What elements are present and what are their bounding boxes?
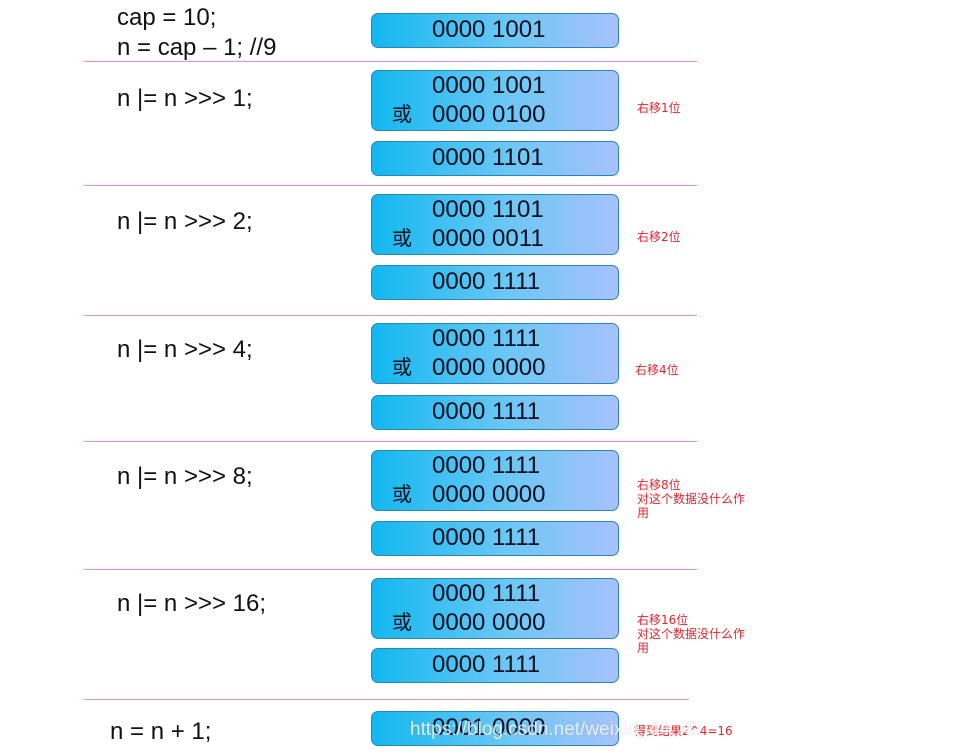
annotation-shift-8: 右移8位 对这个数据没什么作 用	[637, 478, 746, 520]
shifted-value: 0000 0100	[432, 101, 546, 128]
annotation-shift-1: 右移1位	[637, 101, 681, 115]
shifted-value: 0000 0011	[432, 225, 544, 252]
operand-value: 0000 1111	[432, 580, 541, 607]
annotation-shift-2: 右移2位	[637, 230, 681, 244]
or-operation-box-shift-8: 0000 1111 或 0000 0000	[371, 450, 619, 511]
binary-value: 0001 0000	[432, 714, 546, 741]
section-divider	[84, 61, 697, 62]
or-label: 或	[392, 484, 412, 506]
result-box-shift-16: 0000 1111	[371, 648, 619, 683]
code-line-shift-4: n |= n >>> 4;	[117, 336, 253, 363]
shifted-value: 0000 0000	[432, 609, 546, 636]
annotation-shift-16: 右移16位 对这个数据没什么作 用	[637, 613, 746, 655]
result-box-initial: 0000 1001	[371, 13, 619, 48]
operand-value: 0000 1101	[432, 196, 544, 223]
code-line-cap-assign: cap = 10;	[117, 4, 217, 31]
watermark: https://blog.csdn.net/weixin_44..42	[410, 719, 702, 740]
code-line-n-assign: n = cap – 1; //9	[117, 34, 277, 61]
or-label: 或	[392, 357, 412, 379]
code-line-shift-16: n |= n >>> 16;	[117, 590, 267, 617]
section-divider	[84, 699, 689, 700]
section-divider	[84, 185, 697, 186]
or-label: 或	[392, 612, 412, 634]
section-divider	[84, 441, 697, 442]
result-box-shift-1: 0000 1101	[371, 141, 619, 176]
binary-value: 0000 1001	[432, 16, 546, 43]
operand-value: 0000 1001	[432, 72, 546, 99]
annotation-shift-4: 右移4位	[635, 363, 679, 377]
binary-value: 0000 1111	[432, 398, 541, 425]
or-operation-box-shift-1: 0000 1001 或 0000 0100	[371, 70, 619, 131]
code-line-increment: n = n + 1;	[110, 718, 212, 745]
operand-value: 0000 1111	[432, 325, 541, 352]
result-box-shift-8: 0000 1111	[371, 521, 619, 556]
section-divider	[84, 569, 697, 570]
result-box-shift-4: 0000 1111	[371, 395, 619, 430]
code-line-shift-2: n |= n >>> 2;	[117, 208, 253, 235]
or-operation-box-shift-16: 0000 1111 或 0000 0000	[371, 578, 619, 639]
annotation-final-result: 得到结果2^4=16	[634, 724, 733, 738]
or-operation-box-shift-2: 0000 1101 或 0000 0011	[371, 194, 619, 255]
shifted-value: 0000 0000	[432, 481, 546, 508]
section-divider	[84, 315, 697, 316]
binary-value: 0000 1111	[432, 524, 541, 551]
binary-value: 0000 1101	[432, 144, 544, 171]
or-label: 或	[392, 104, 412, 126]
code-line-shift-1: n |= n >>> 1;	[117, 85, 253, 112]
shifted-value: 0000 0000	[432, 354, 546, 381]
or-operation-box-shift-4: 0000 1111 或 0000 0000	[371, 323, 619, 384]
result-box-final: 0001 0000	[371, 711, 619, 746]
binary-value: 0000 1111	[432, 268, 541, 295]
code-line-shift-8: n |= n >>> 8;	[117, 463, 253, 490]
result-box-shift-2: 0000 1111	[371, 265, 619, 300]
operand-value: 0000 1111	[432, 452, 541, 479]
or-label: 或	[392, 228, 412, 250]
binary-value: 0000 1111	[432, 651, 541, 678]
